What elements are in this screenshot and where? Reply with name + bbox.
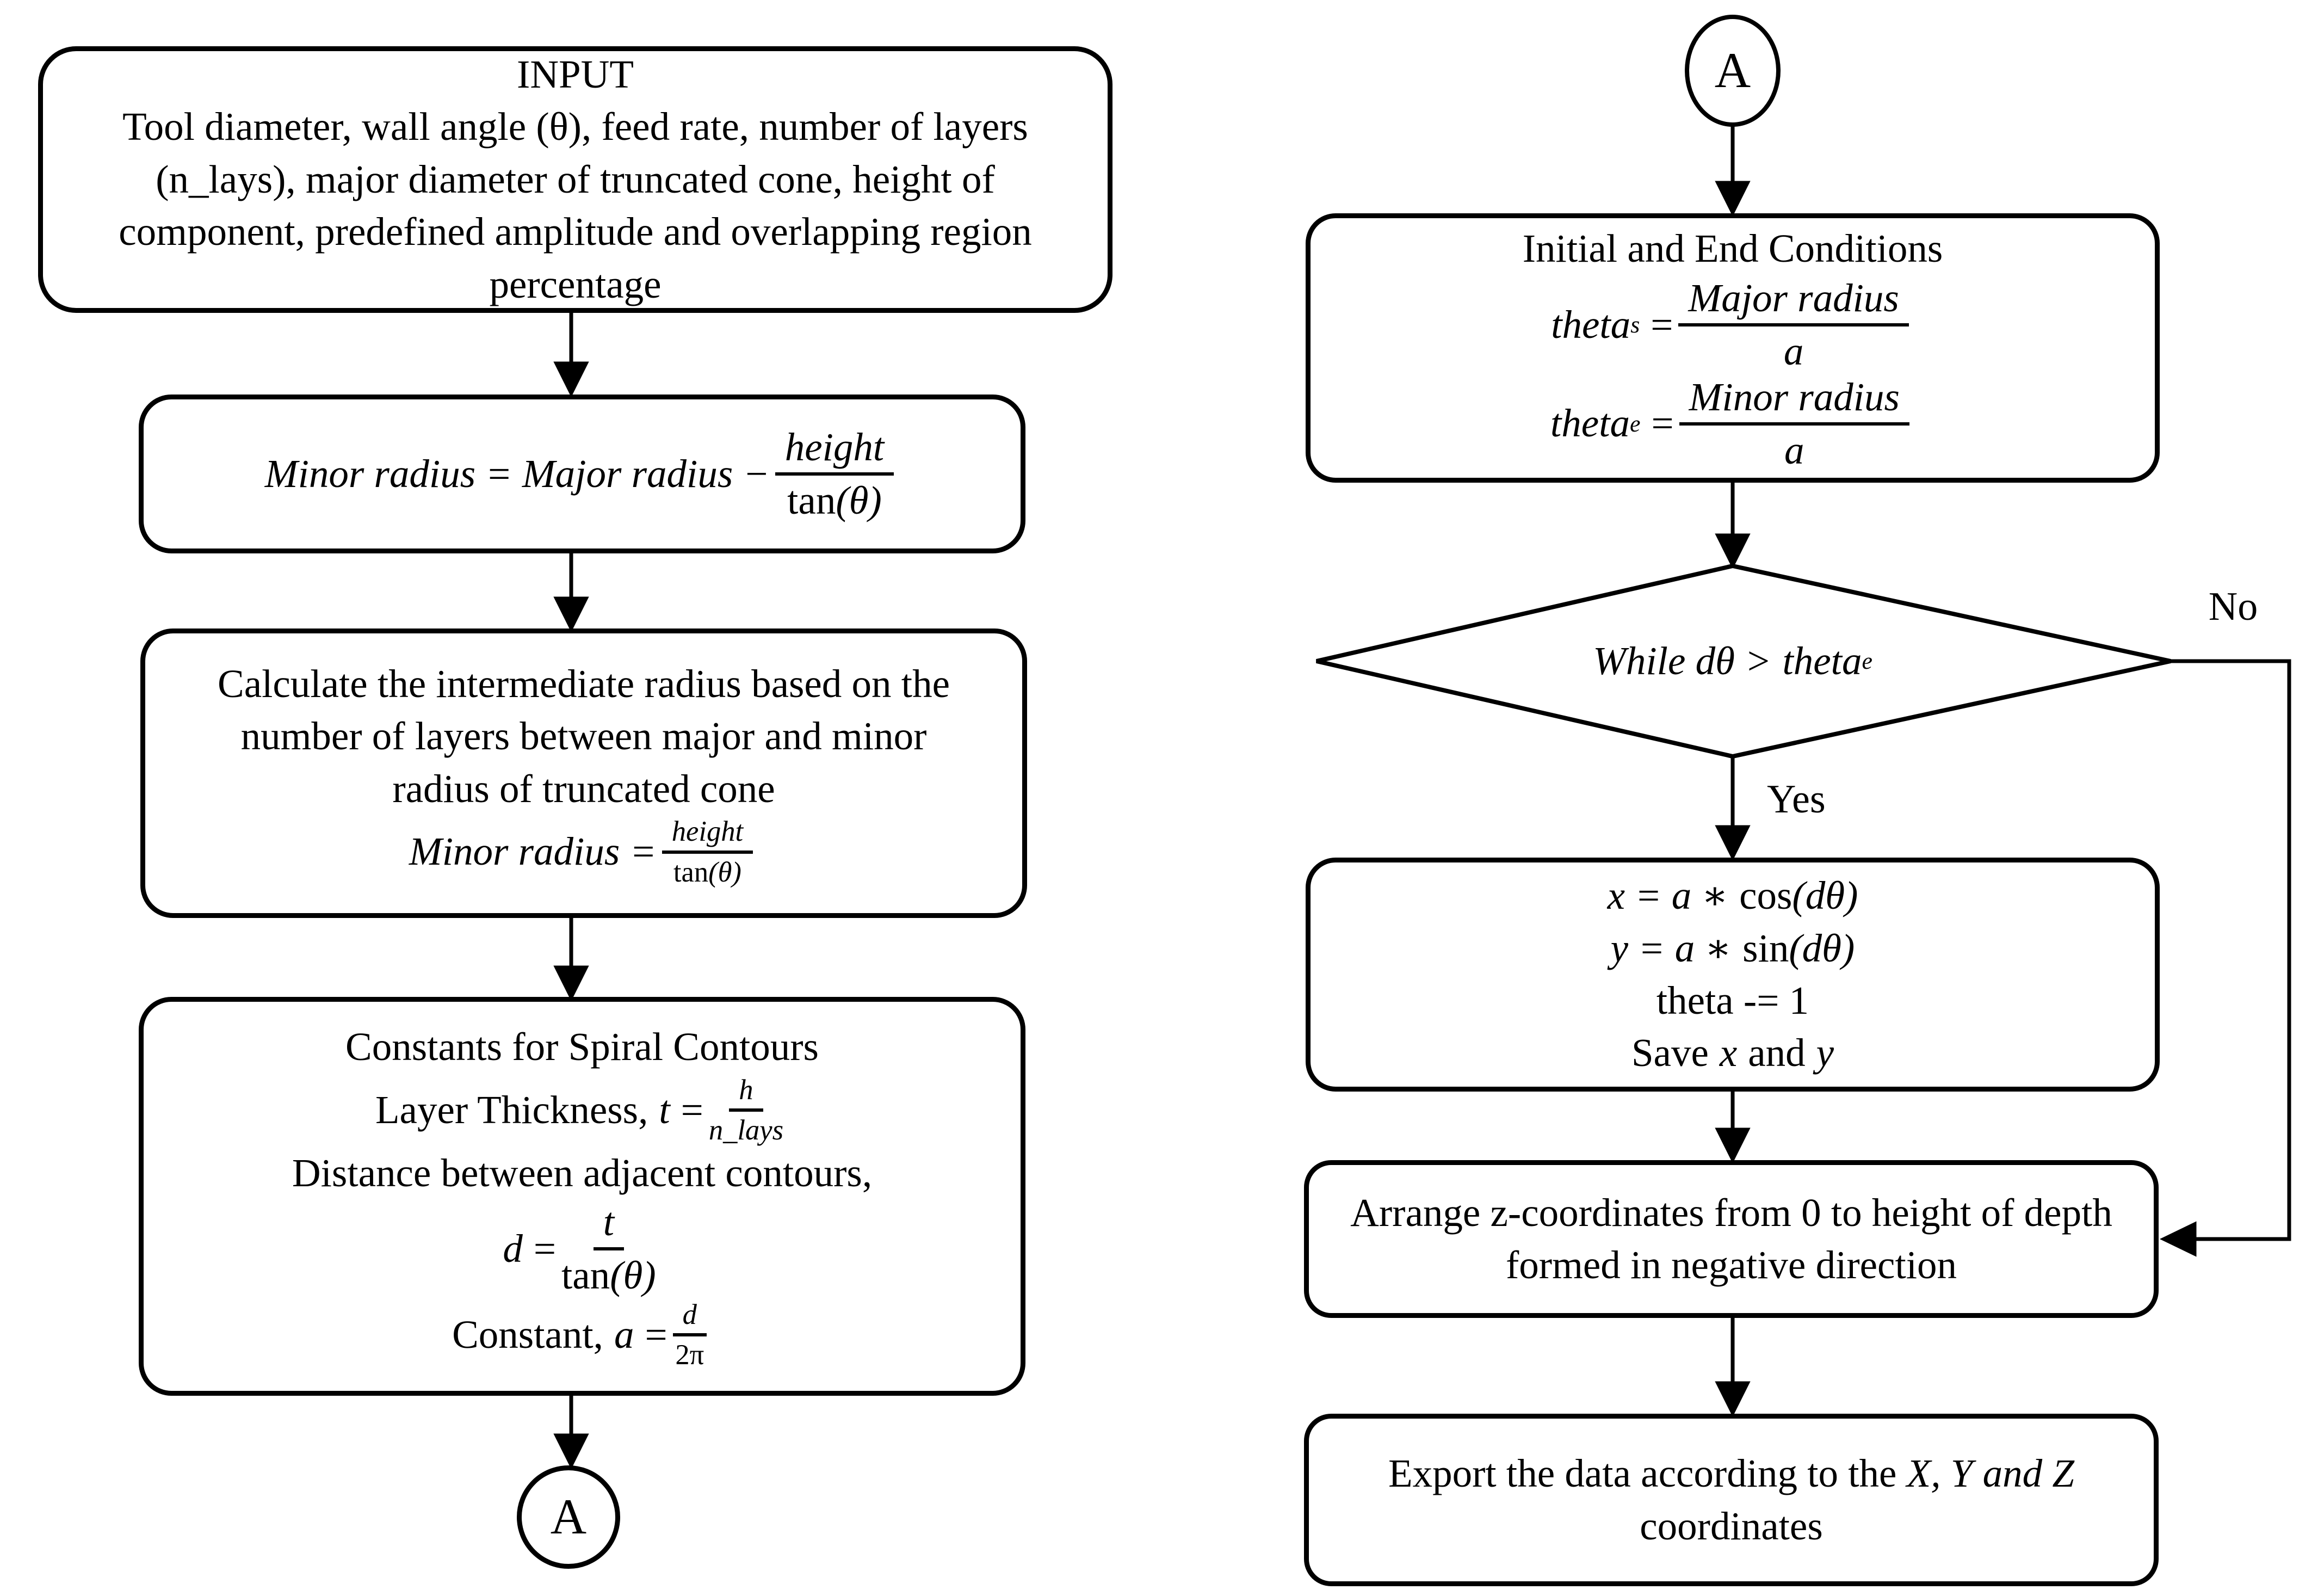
layer-thickness-formula: Layer Thickness, t = h n_lays xyxy=(375,1074,784,1147)
intermediate-fraction: height tan(θ) xyxy=(662,815,753,889)
intermediate-radius-formula: Minor radius = height tan(θ) xyxy=(409,815,758,889)
input-box-body: Tool diameter, wall angle (θ), feed rate… xyxy=(119,104,1032,306)
minor-radius-fraction: height tan(θ) xyxy=(775,424,894,523)
arrow-constants-to-connector-a xyxy=(553,1395,589,1469)
constant-fraction: d 2π xyxy=(672,1298,707,1372)
arrow-loop-to-arrange xyxy=(1715,1090,1751,1163)
loop-line-y: y = a ∗ sin(dθ) xyxy=(1610,926,1855,970)
layer-thickness-fraction: h n_lays xyxy=(708,1074,784,1147)
arrow-arrange-to-export xyxy=(1715,1317,1751,1417)
arrow-connector-a-to-conditions xyxy=(1715,126,1751,217)
input-box: INPUT Tool diameter, wall angle (θ), fee… xyxy=(38,46,1112,313)
conditions-title: Initial and End Conditions xyxy=(1522,226,1943,271)
connector-a-left-label: A xyxy=(550,1489,587,1545)
export-box: Export the data according to the X, Y an… xyxy=(1304,1414,2159,1586)
arrange-box: Arrange z-coordinates from 0 to height o… xyxy=(1304,1160,2159,1318)
loop-line-theta: theta -= 1 xyxy=(1656,978,1809,1022)
arrow-decision-no-to-arrange xyxy=(2159,659,2291,1257)
loop-box: x = a ∗ cos(dθ) y = a ∗ sin(dθ) theta -=… xyxy=(1306,858,2160,1092)
constants-box: Constants for Spiral Contours Layer Thic… xyxy=(139,997,1025,1396)
decision-no-label: No xyxy=(2208,584,2258,629)
intermediate-formula-lhs: Minor radius = xyxy=(409,829,657,874)
loop-line-x: x = a ∗ cos(dθ) xyxy=(1607,873,1858,918)
intermediate-radius-box: Calculate the intermediate radius based … xyxy=(140,628,1027,918)
arrow-input-to-minor xyxy=(553,313,589,397)
theta-end-fraction: Minor radius a xyxy=(1679,374,1909,473)
connector-a-left: A xyxy=(517,1465,620,1569)
distance-formula: d = t tan(θ) xyxy=(503,1199,656,1297)
distance-label: Distance between adjacent contours, xyxy=(292,1150,873,1195)
constants-title: Constants for Spiral Contours xyxy=(345,1025,819,1069)
input-box-title: INPUT xyxy=(517,52,634,97)
connector-a-right: A xyxy=(1685,15,1781,127)
arrow-conditions-to-decision xyxy=(1715,482,1751,569)
decision-yes-label: Yes xyxy=(1767,777,1826,822)
export-box-body: Export the data according to the X, Y an… xyxy=(1388,1451,2074,1548)
intermediate-radius-body: Calculate the intermediate radius based … xyxy=(218,662,950,811)
connector-a-right-label: A xyxy=(1714,42,1751,98)
minor-radius-formula: Minor radius = Major radius − height tan… xyxy=(265,424,899,523)
minor-radius-lhs: Minor radius = Major radius − xyxy=(264,451,770,496)
arrow-decision-yes-to-loop xyxy=(1715,756,1751,861)
loop-line-save: Save x and y xyxy=(1631,1031,1834,1075)
distance-fraction: t tan(θ) xyxy=(561,1199,656,1297)
constant-formula: Constant, a = d 2π xyxy=(452,1298,712,1372)
minor-radius-box: Minor radius = Major radius − height tan… xyxy=(139,395,1025,553)
arrow-intermediate-to-constants xyxy=(553,917,589,1001)
arrow-minor-to-intermediate xyxy=(553,551,589,632)
arrange-box-body: Arrange z-coordinates from 0 to height o… xyxy=(1350,1190,2112,1287)
theta-start-fraction: Major radius a xyxy=(1678,275,1909,374)
